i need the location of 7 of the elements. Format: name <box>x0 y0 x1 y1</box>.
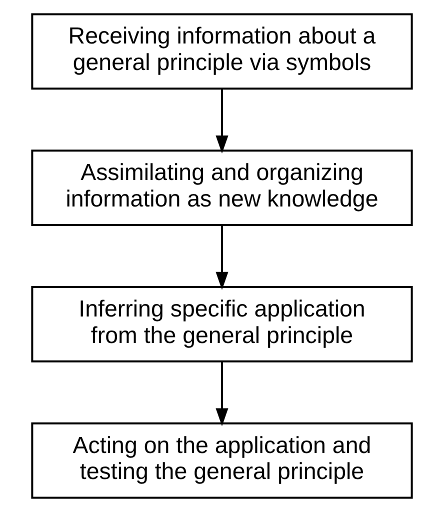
arrow <box>215 88 228 154</box>
arrow <box>215 361 228 426</box>
node-box: Acting on the application and testing the general principle <box>30 422 412 499</box>
node-box: Inferring specific application from the general principle <box>30 286 412 362</box>
node-box: Assimilating and organizing information as new knowledge <box>30 150 412 226</box>
node-box: Receiving information about a general principle via symbols <box>30 13 412 90</box>
arrow <box>215 225 228 290</box>
